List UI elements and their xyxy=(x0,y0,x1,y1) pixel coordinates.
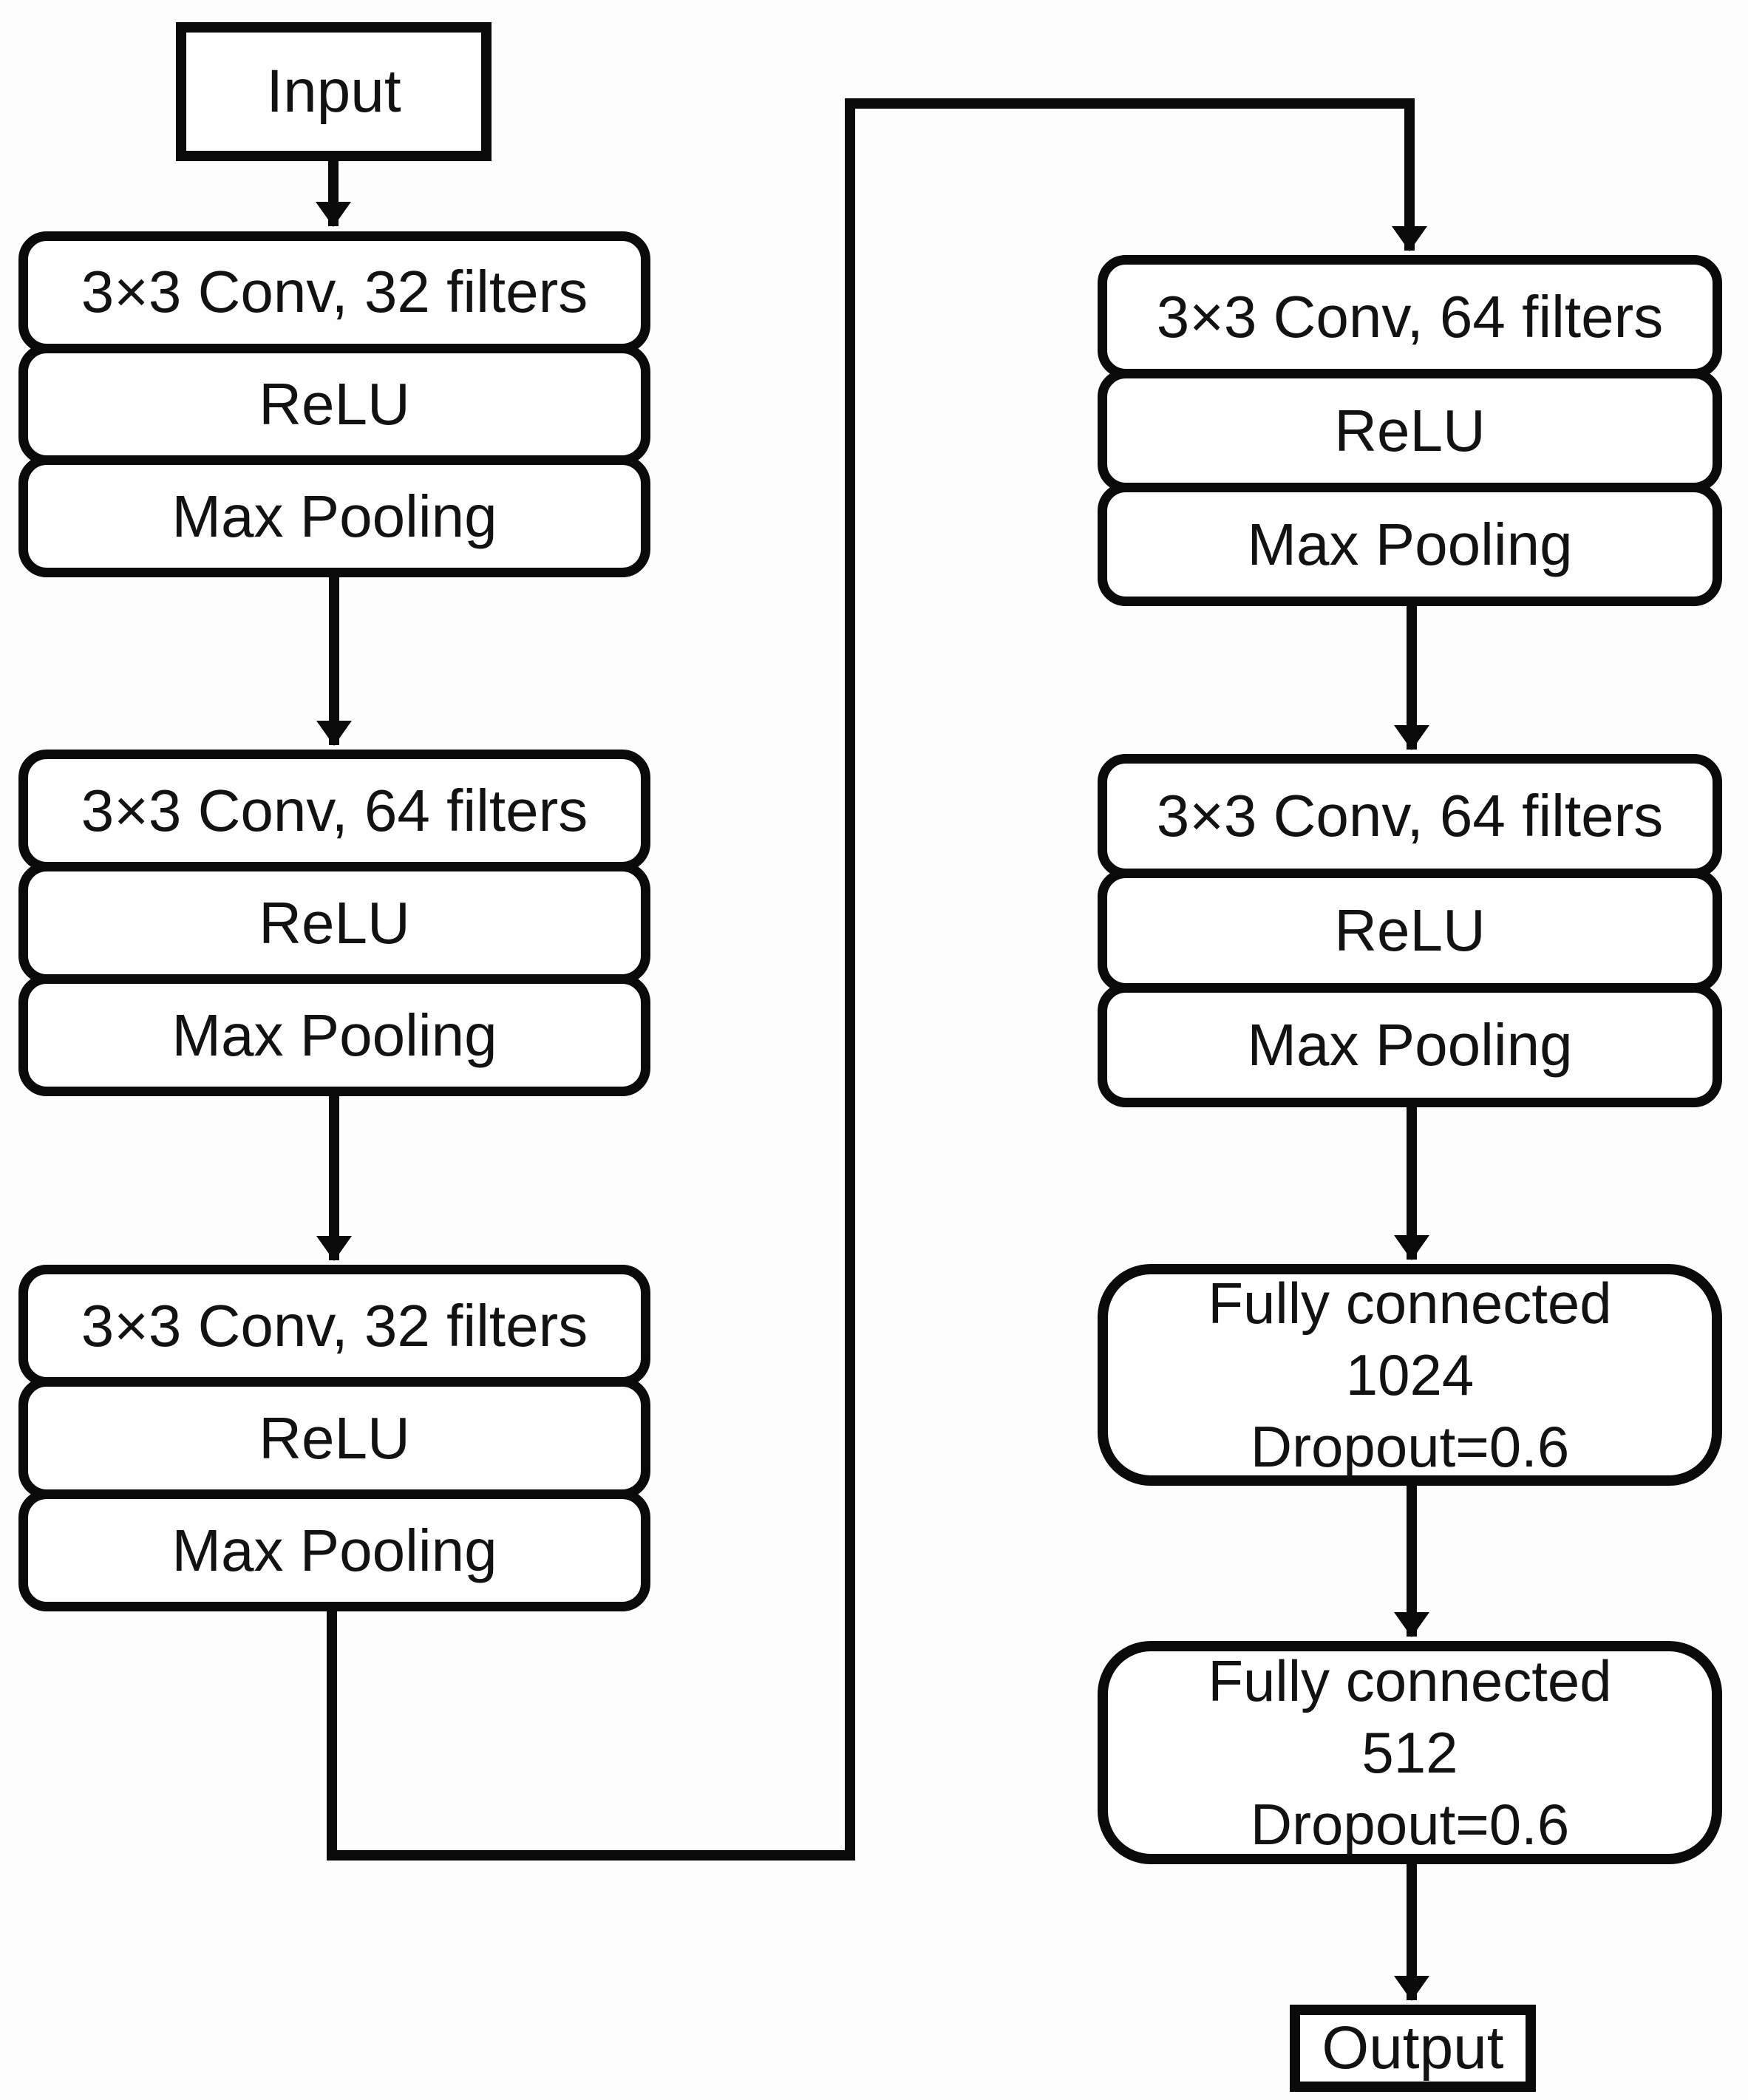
output-node: Output xyxy=(1290,2005,1536,2092)
maxpool-layer-row: Max Pooling xyxy=(1098,983,1722,1107)
input-node: Input xyxy=(176,22,492,161)
fc-label: Fully connected xyxy=(1208,1648,1612,1713)
fully-connected-512-node: Fully connected 512 Dropout=0.6 xyxy=(1098,1641,1722,1864)
fc-units: 1024 xyxy=(1345,1342,1475,1407)
conv-layer-row: 3×3 Conv, 32 filters xyxy=(18,1265,650,1387)
conv-block-left-3: 3×3 Conv, 32 filters ReLU Max Pooling xyxy=(18,1265,650,1611)
conv-block-right-2: 3×3 Conv, 64 filters ReLU Max Pooling xyxy=(1098,754,1722,1107)
conv-layer-row: 3×3 Conv, 32 filters xyxy=(18,231,650,353)
conv-block-right-1: 3×3 Conv, 64 filters ReLU Max Pooling xyxy=(1098,255,1722,606)
conv-block-left-1: 3×3 Conv, 32 filters ReLU Max Pooling xyxy=(18,231,650,578)
fc-units: 512 xyxy=(1361,1719,1458,1785)
conv-block-left-2: 3×3 Conv, 64 filters ReLU Max Pooling xyxy=(18,750,650,1096)
relu-layer-row: ReLU xyxy=(18,1377,650,1499)
maxpool-layer-row: Max Pooling xyxy=(18,455,650,578)
maxpool-layer-row: Max Pooling xyxy=(18,1489,650,1611)
conv-layer-row: 3×3 Conv, 64 filters xyxy=(1098,754,1722,878)
maxpool-layer-row: Max Pooling xyxy=(1098,483,1722,606)
connector-left-block-3-to-right-block-1 xyxy=(327,98,1427,1861)
relu-layer-row: ReLU xyxy=(18,343,650,466)
relu-layer-row: ReLU xyxy=(18,862,650,984)
fully-connected-1024-node: Fully connected 1024 Dropout=0.6 xyxy=(1098,1264,1722,1486)
fc-dropout: Dropout=0.6 xyxy=(1250,1791,1570,1857)
conv-layer-row: 3×3 Conv, 64 filters xyxy=(1098,255,1722,378)
fc-dropout: Dropout=0.6 xyxy=(1250,1413,1570,1479)
output-node-label: Output xyxy=(1322,2014,1504,2082)
conv-layer-row: 3×3 Conv, 64 filters xyxy=(18,750,650,871)
input-node-label: Input xyxy=(266,58,401,125)
relu-layer-row: ReLU xyxy=(1098,369,1722,492)
maxpool-layer-row: Max Pooling xyxy=(18,974,650,1096)
fc-label: Fully connected xyxy=(1208,1270,1612,1336)
relu-layer-row: ReLU xyxy=(1098,869,1722,993)
